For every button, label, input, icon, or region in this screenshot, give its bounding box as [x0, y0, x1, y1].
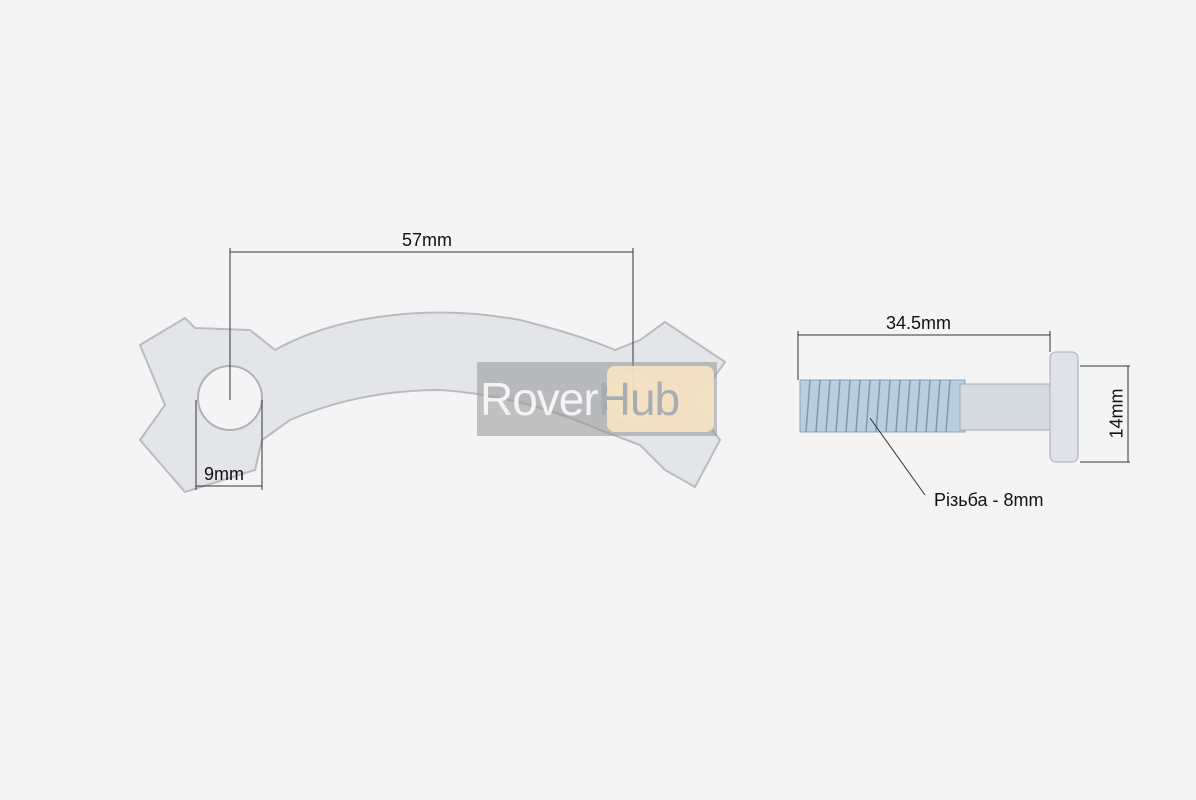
- plate-hole-diameter-label: 9mm: [204, 464, 244, 484]
- watermark-hub: Hub: [597, 373, 680, 425]
- watermark-hub-background: [607, 366, 714, 432]
- bolt-length-label: 34.5mm: [886, 313, 952, 333]
- bolt-thread-label: Різьба - 8mm: [934, 490, 1044, 510]
- plate-hole-spacing-label: 57mm: [402, 230, 453, 250]
- dimension-lines: [195, 248, 1130, 496]
- watermark-logo: RoverHub: [480, 369, 680, 429]
- bolt: [799, 351, 1079, 463]
- watermark-rover: Rover: [480, 373, 599, 425]
- bolt-head-label: 14mm: [1106, 388, 1127, 439]
